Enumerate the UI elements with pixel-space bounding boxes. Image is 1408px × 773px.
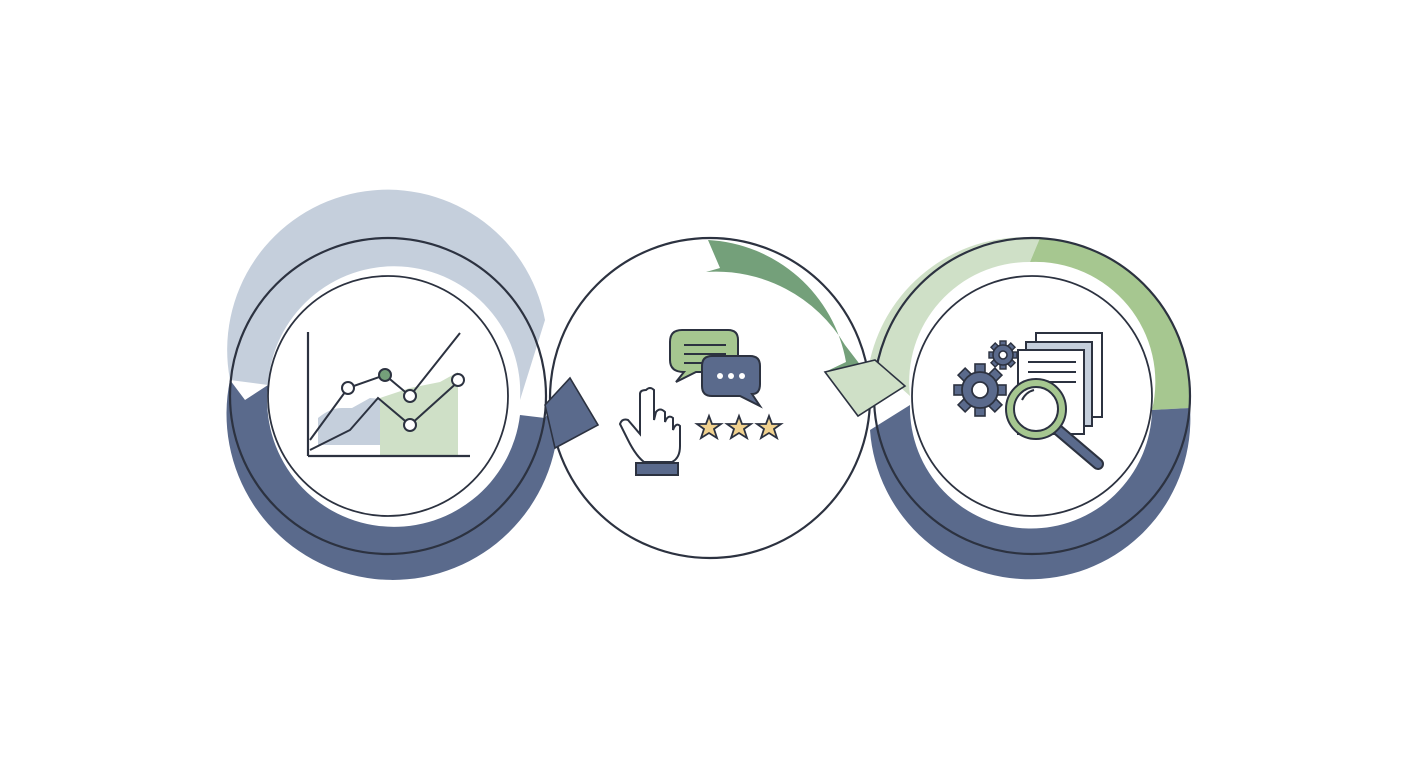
pointing-hand-icon (618, 387, 681, 463)
ring-review-dark-arc (870, 405, 1191, 580)
ring-review-green-arc (1030, 238, 1191, 410)
star-icon (694, 413, 724, 441)
hand-cuff (635, 462, 679, 476)
gear-small-icon (988, 340, 1018, 370)
ring-analytics-outline (228, 236, 548, 556)
chat-bubble-navy-icon (701, 355, 763, 409)
ring-analytics-arrowhead (544, 376, 600, 450)
ring-review-light-arc (870, 237, 1040, 396)
line-chart-icon (306, 332, 470, 458)
magnifier-lens (1013, 386, 1059, 432)
ring-analytics (226, 189, 599, 580)
chart-point (403, 418, 417, 432)
chat-dot (717, 373, 723, 379)
ring-analytics-light-arc (227, 189, 545, 400)
ring-feedback-arrowhead (823, 359, 907, 418)
ring-feedback (548, 236, 907, 560)
ring-analytics-dark-arrow (226, 378, 599, 580)
chat-dot (739, 373, 745, 379)
star-icon (754, 413, 784, 441)
chat-dot (728, 373, 734, 379)
magnifier-glint (1021, 389, 1035, 401)
chart-point (341, 381, 355, 395)
ring-feedback-outline (548, 236, 872, 560)
chart-line-lower (309, 379, 461, 451)
chart-area-green (380, 372, 458, 455)
click-feedback-icon (618, 329, 784, 476)
chart-point (451, 373, 465, 387)
gear-large-icon (953, 363, 1007, 417)
gear-document-search-icon (953, 332, 1104, 470)
chart-point (378, 368, 392, 382)
chart-point (403, 389, 417, 403)
magnifier-handle (1054, 426, 1102, 468)
star-icon (724, 413, 754, 441)
